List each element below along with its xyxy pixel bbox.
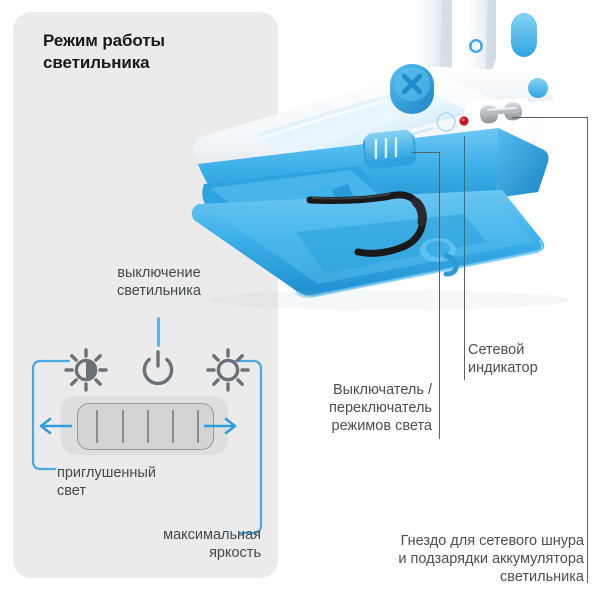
bracket-maximum <box>221 359 265 535</box>
brightness-low-icon <box>63 347 109 393</box>
power-icon <box>135 347 181 393</box>
leader-socket-vertical <box>587 117 589 583</box>
info-card <box>13 12 278 578</box>
power-socket <box>474 97 530 133</box>
blue-cross-knob <box>390 64 434 114</box>
keyhole-slot <box>420 238 459 277</box>
rocker-body <box>77 403 214 450</box>
connector-line-power <box>157 317 160 347</box>
arrow-right-icon <box>203 416 239 436</box>
leader-switch-vertical <box>439 152 441 439</box>
arrow-left-icon <box>37 416 73 436</box>
mode-rocker-switch <box>362 129 417 169</box>
mode-icon-row <box>13 347 278 393</box>
lamp-photo <box>180 0 600 310</box>
power-cable <box>306 191 427 257</box>
power-indicator-led <box>459 116 469 126</box>
bracket-dimmed <box>31 359 71 471</box>
leader-switch-horizontal <box>412 152 440 154</box>
lamp-arms <box>416 0 537 82</box>
leader-indicator-vertical <box>464 136 466 380</box>
leader-socket-horizontal <box>512 117 588 119</box>
brightness-high-icon <box>205 347 251 393</box>
rocker-switch-graphic[interactable] <box>61 396 228 455</box>
